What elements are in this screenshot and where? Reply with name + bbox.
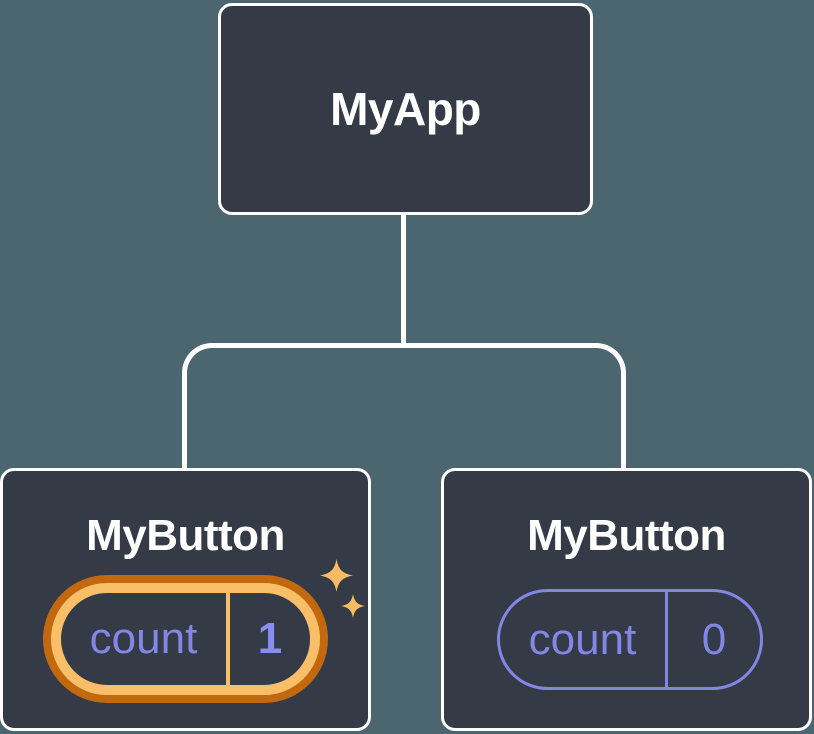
tree-node-mybutton-right: MyButton count 0 [441,468,812,731]
tree-node-mybutton-left: MyButton count 1 [0,468,371,731]
node-label-myapp: MyApp [330,83,481,135]
state-pill-divider [665,592,668,687]
node-label-mybutton-right: MyButton [527,511,726,560]
node-label-mybutton-left: MyButton [86,511,285,560]
sparkle-icon-small [341,594,365,618]
connector-children-bracket [182,343,626,471]
state-pill-highlighted: count 1 [51,583,320,695]
state-name: count [528,614,637,664]
tree-node-myapp: MyApp [218,3,593,215]
state-name: count [89,614,198,663]
connector-root-stem [401,212,406,348]
state-pill: count 0 [497,589,763,690]
state-pill-divider [226,593,230,685]
state-value: 0 [701,614,727,664]
state-value: 1 [257,614,283,663]
sparkle-icon-large [320,559,353,592]
